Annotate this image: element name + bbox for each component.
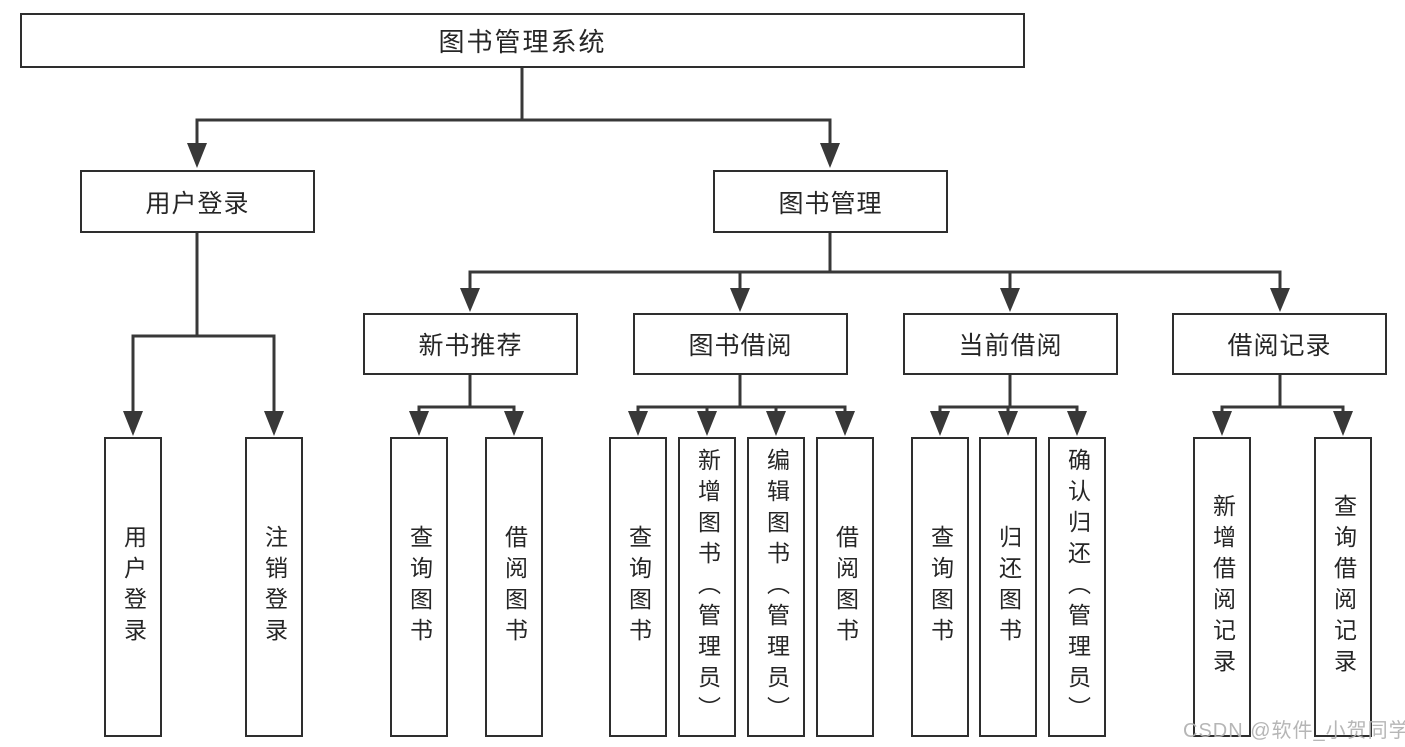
node-label: 编辑图书（管理员） [763,447,790,727]
leaf-user-login: 用户登录 [104,437,162,737]
node-label: 图书借阅 [688,332,793,360]
node-label: 查询图书 [625,525,652,649]
node-label: 图书管理 [778,189,883,218]
node-label: 借阅图书 [501,525,528,649]
leaf-borrow-books-borrowing: 借阅图书 [816,437,874,737]
node-label: 用户登录 [145,189,250,218]
node-label: 注销登录 [261,525,288,649]
leaf-add-borrow-record: 新增借阅记录 [1193,437,1251,737]
node-borrowing-records: 借阅记录 [1172,313,1387,375]
node-new-book-recommendation: 新书推荐 [363,313,578,375]
leaf-query-borrow-record: 查询借阅记录 [1314,437,1372,737]
leaf-query-books-recommend: 查询图书 [390,437,448,737]
node-library-management-system: 图书管理系统 [20,13,1025,68]
node-label: 确认归还（管理员） [1064,447,1091,727]
node-label: 借阅记录 [1227,332,1332,360]
leaf-borrow-books-recommend: 借阅图书 [485,437,543,737]
node-label: 新书推荐 [418,332,523,360]
node-label: 用户登录 [120,525,147,649]
node-user-login: 用户登录 [80,170,315,233]
node-label: 借阅图书 [832,525,859,649]
leaf-return-books: 归还图书 [979,437,1037,737]
node-current-borrowing: 当前借阅 [903,313,1118,375]
node-label: 图书管理系统 [438,27,607,57]
node-label: 查询借阅记录 [1330,494,1357,680]
node-label: 新增图书（管理员） [694,447,721,727]
node-book-management: 图书管理 [713,170,948,233]
leaf-confirm-return-admin: 确认归还（管理员） [1048,437,1106,737]
node-label: 归还图书 [995,525,1022,649]
node-label: 当前借阅 [958,332,1063,360]
leaf-add-books-admin: 新增图书（管理员） [678,437,736,737]
node-label: 查询图书 [927,525,954,649]
leaf-query-books-borrowing: 查询图书 [609,437,667,737]
node-label: 查询图书 [406,525,433,649]
leaf-logout: 注销登录 [245,437,303,737]
node-book-borrowing: 图书借阅 [633,313,848,375]
node-label: 新增借阅记录 [1209,494,1236,680]
leaf-query-books-current: 查询图书 [911,437,969,737]
leaf-edit-books-admin: 编辑图书（管理员） [747,437,805,737]
csdn-watermark: CSDN @软件_小贺同学 [1183,720,1405,742]
